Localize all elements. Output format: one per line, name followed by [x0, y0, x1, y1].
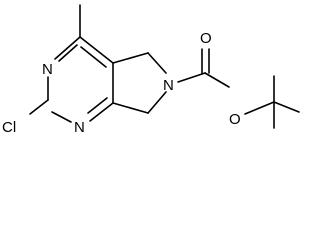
bond-n1-c7a [89, 102, 114, 122]
atom-o-ester: O [229, 111, 241, 128]
bond-n6-carbonyl-c [177, 72, 206, 83]
bond-c4-n3-double [58, 44, 78, 62]
bond-n1-c7a-double [87, 97, 108, 114]
atom-n-pyrimidine-upper: N [42, 61, 53, 78]
bond-n6-c7 [147, 91, 167, 114]
bond-c2-cl [29, 99, 49, 115]
bond-c5-n6 [147, 52, 167, 74]
bond-c4a-c4-double [80, 46, 107, 68]
bond-c7-c7a [112, 102, 149, 114]
bond-c4a-c4 [79, 36, 114, 64]
bond-ester-o-tbu-c [244, 101, 275, 115]
atom-n-pyrimidine-lower: N [74, 119, 85, 136]
atom-cl: Cl [2, 119, 16, 136]
bond-c4-n3 [54, 36, 81, 60]
atom-n-pyrrolidine: N [163, 77, 174, 94]
bond-carbonyl-c-ester-o [204, 72, 230, 88]
bond-tbu-methyl-right [273, 101, 300, 113]
bond-c4a-c5 [112, 52, 149, 64]
chemical-structure: N N N O O Cl [2, 4, 300, 136]
bond-c2-n1 [51, 111, 72, 123]
atom-o-carbonyl: O [200, 30, 212, 47]
